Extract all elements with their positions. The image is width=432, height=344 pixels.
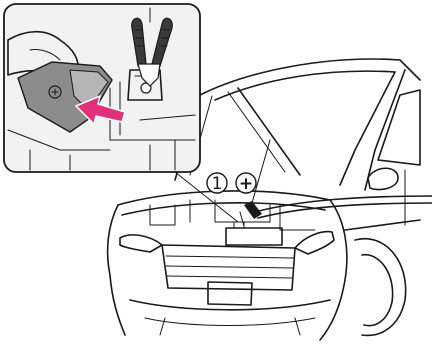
callout-number: 1 bbox=[212, 174, 223, 194]
positive-terminal-symbol: + bbox=[236, 173, 256, 194]
terminal-callout: 1 + bbox=[170, 168, 256, 222]
callout-number-circle: 1 bbox=[207, 173, 227, 194]
inset-detail bbox=[4, 4, 200, 172]
plus-sign: + bbox=[239, 174, 253, 194]
